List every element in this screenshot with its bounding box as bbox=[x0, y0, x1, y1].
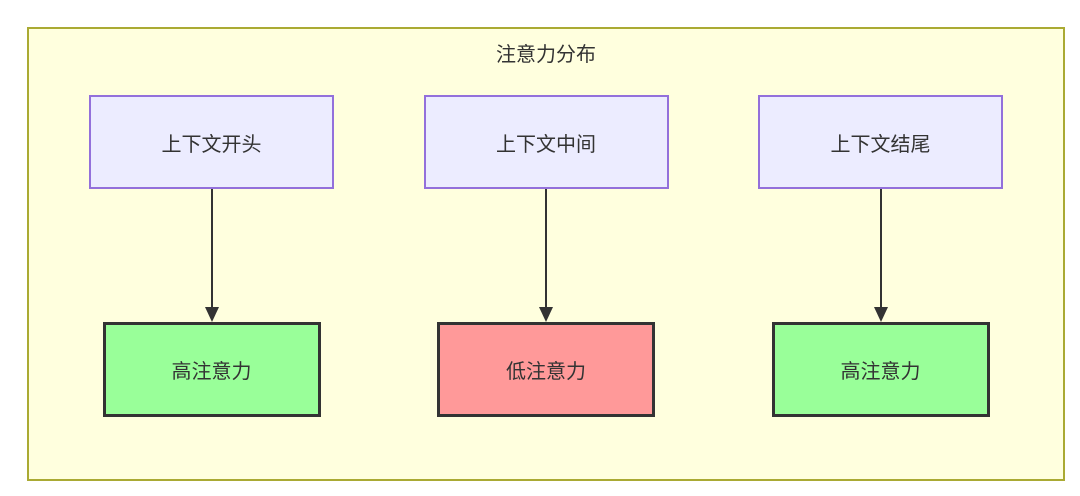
node-low-attention-middle: 低注意力 bbox=[437, 321, 655, 417]
node-context-middle: 上下文中间 bbox=[423, 95, 669, 190]
arrow-head-icon bbox=[873, 306, 888, 322]
arrow-down-icon bbox=[204, 189, 219, 322]
arrow-line bbox=[879, 189, 882, 307]
column-context-start: 上下文开头 高注意力 bbox=[89, 95, 334, 417]
node-context-end: 上下文结尾 bbox=[758, 95, 1003, 190]
arrow-line bbox=[545, 189, 547, 307]
arrow-head-icon bbox=[539, 306, 553, 322]
diagram-columns: 上下文开头 高注意力 上下文中间 低注意力 上下文结尾 bbox=[89, 95, 1003, 417]
column-context-middle: 上下文中间 低注意力 bbox=[423, 95, 669, 417]
diagram-title: 注意力分布 bbox=[496, 42, 596, 66]
arrow-head-icon bbox=[204, 306, 219, 322]
arrow-down-icon bbox=[873, 189, 888, 322]
column-context-end: 上下文结尾 高注意力 bbox=[758, 95, 1003, 417]
arrow-line bbox=[210, 189, 213, 307]
node-high-attention-end: 高注意力 bbox=[771, 321, 990, 417]
arrow-down-icon bbox=[539, 189, 553, 322]
node-high-attention-start: 高注意力 bbox=[102, 321, 321, 417]
node-context-start: 上下文开头 bbox=[89, 95, 334, 190]
attention-distribution-container: 注意力分布 上下文开头 高注意力 上下文中间 低注意力 上下文结尾 bbox=[27, 27, 1065, 481]
